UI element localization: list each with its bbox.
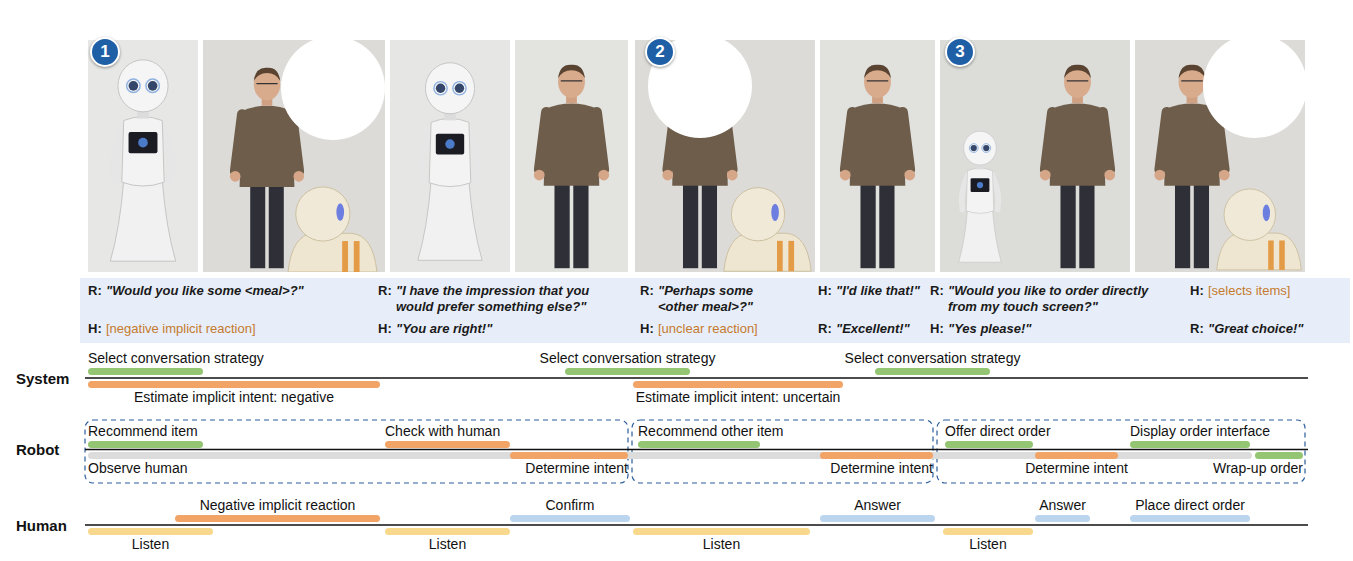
timeline-bar: Determine intent xyxy=(1035,452,1118,459)
utterance: [negative implicit reaction] xyxy=(106,321,256,337)
utterance: "Would you like some <meal>?" xyxy=(106,283,376,299)
activity-label: Display order interface xyxy=(1130,424,1270,439)
row-label: Human xyxy=(16,517,67,534)
speaker-tag: H: xyxy=(88,321,102,337)
activity-label: Listen xyxy=(429,537,466,552)
activity-label: Select conversation strategy xyxy=(845,351,1021,366)
speaker-tag: R: xyxy=(930,283,944,299)
timeline-bar: Offer direct order xyxy=(945,441,1033,448)
dialogue-band: R:"Would you like some <meal>?"H:[negati… xyxy=(80,278,1350,343)
activity-label: Select conversation strategy xyxy=(540,351,716,366)
utterance: "You are right!" xyxy=(396,321,492,337)
utterance: [selects items] xyxy=(1208,283,1290,299)
activity-label: Check with human xyxy=(385,424,500,439)
speaker-tag: H: xyxy=(640,321,654,337)
timeline-bar: Recommend item xyxy=(88,441,203,448)
activity-label: Listen xyxy=(703,537,740,552)
activity-label: Estimate implicit intent: uncertain xyxy=(636,390,841,405)
activity-label: Select conversation strategy xyxy=(88,351,264,366)
timeline-bar: Listen xyxy=(88,528,213,535)
timeline-bar: Listen xyxy=(385,528,510,535)
timeline-bar: Answer xyxy=(1035,515,1090,522)
callout-text: 3 xyxy=(955,43,964,61)
activity-label: Determine intent xyxy=(830,461,933,476)
utterance: "Yes please!" xyxy=(948,321,1031,337)
utterance: "Excellent!" xyxy=(836,321,910,337)
callout-number: 1 xyxy=(90,37,120,67)
utterance: "I have the impression that you would pr… xyxy=(396,283,626,315)
timeline-bar: Listen xyxy=(943,528,1033,535)
timeline-bar: Select conversation strategy xyxy=(88,368,203,375)
speaker-tag: H: xyxy=(930,321,944,337)
timeline-bar: Recommend other item xyxy=(638,441,760,448)
activity-label: Recommend other item xyxy=(638,424,784,439)
utterance: "I'd like that!" xyxy=(836,283,920,299)
activity-label: Confirm xyxy=(545,498,594,513)
activity-label: Recommend item xyxy=(88,424,198,439)
timeline-bar: Select conversation strategy xyxy=(875,368,990,375)
callout-text: 2 xyxy=(655,43,664,61)
utterance: [unclear reaction] xyxy=(658,321,758,337)
activity-label: Offer direct order xyxy=(945,424,1051,439)
timeline-bar: Negative implicit reaction xyxy=(175,515,380,522)
callout-number: 3 xyxy=(945,37,975,67)
callout-number: 2 xyxy=(645,37,675,67)
timeline-bar: Determine intent xyxy=(510,452,628,459)
timeline-bar: Determine intent xyxy=(820,452,933,459)
callout-text: 1 xyxy=(100,43,109,61)
timeline-bar: Confirm xyxy=(510,515,630,522)
activity-label: Observe human xyxy=(88,461,188,476)
timeline-bar: Estimate implicit intent: uncertain xyxy=(633,381,843,388)
activity-label: Wrap-up order xyxy=(1213,461,1303,476)
activity-label: Estimate implicit intent: negative xyxy=(134,390,334,405)
timeline-bar: Listen xyxy=(633,528,810,535)
activity-label: Answer xyxy=(1039,498,1086,513)
row-label: Robot xyxy=(16,441,59,458)
activity-label: Answer xyxy=(854,498,901,513)
row-label: System xyxy=(16,370,69,387)
speaker-tag: R: xyxy=(1190,321,1204,337)
speaker-tag: R: xyxy=(378,283,392,299)
activity-label: Negative implicit reaction xyxy=(200,498,356,513)
utterance: "Great choice!" xyxy=(1208,321,1303,337)
timeline-bar: Select conversation strategy xyxy=(565,368,690,375)
utterance: "Perhaps some <other meal>?" xyxy=(658,283,773,315)
timeline-bar: Answer xyxy=(820,515,935,522)
timeline-bar: Display order interface xyxy=(1130,441,1250,448)
timeline-bar: Place direct order xyxy=(1130,515,1250,522)
activity-label: Determine intent xyxy=(525,461,628,476)
utterance: "Would you like to order directly from m… xyxy=(948,283,1178,315)
activity-label: Listen xyxy=(969,537,1006,552)
speaker-tag: H: xyxy=(378,321,392,337)
timeline-bar: Wrap-up order xyxy=(1255,452,1303,459)
activity-label: Listen xyxy=(132,537,169,552)
activity-label: Determine intent xyxy=(1025,461,1128,476)
activity-label: Place direct order xyxy=(1135,498,1245,513)
speaker-tag: R: xyxy=(640,283,654,299)
timeline-bar: Estimate implicit intent: negative xyxy=(88,381,380,388)
speaker-tag: R: xyxy=(818,321,832,337)
speaker-tag: H: xyxy=(818,283,832,299)
speaker-tag: H: xyxy=(1190,283,1204,299)
speaker-tag: R: xyxy=(88,283,102,299)
timeline-bar: Check with human xyxy=(385,441,510,448)
